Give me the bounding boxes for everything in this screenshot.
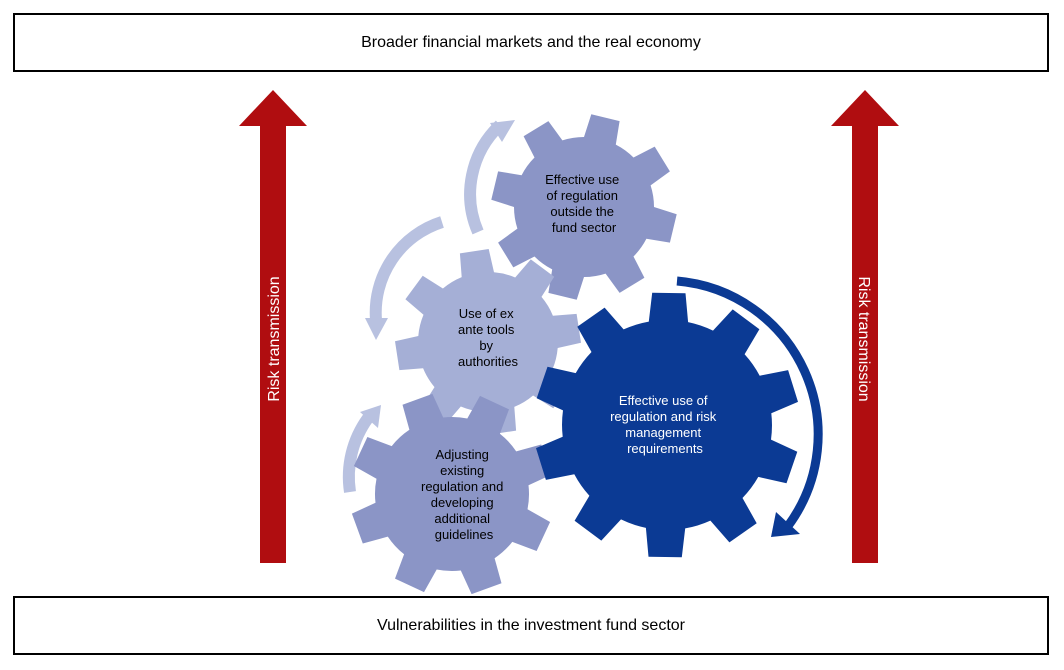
curved-arrow-bottom (342, 414, 373, 493)
curved-arrow-top-head (490, 120, 515, 142)
right-risk-arrow: Risk transmission (831, 90, 899, 563)
gear-exante-label: Use of ex ante tools by authorities (458, 306, 518, 369)
left-arrow-shape (239, 90, 307, 563)
right-arrow-shape (831, 90, 899, 563)
curved-arrow-main-head (771, 512, 800, 537)
left-arrow-label: Risk transmission (266, 276, 283, 401)
curved-arrow-top (464, 120, 505, 235)
gear-outside-fund-sector (491, 114, 677, 300)
curved-arrows (342, 120, 823, 537)
gear-adjusting-label: Adjusting existing regulation and develo… (421, 447, 507, 542)
gear-ex-ante-tools (395, 249, 581, 435)
top-box: Broader financial markets and the real e… (13, 13, 1049, 72)
gear-outside-label: Effective use of regulation outside the … (545, 172, 623, 235)
gear-main-label: Effective use of regulation and risk man… (610, 393, 720, 456)
curved-arrow-middle (369, 216, 444, 321)
bottom-box: Vulnerabilities in the investment fund s… (13, 596, 1049, 655)
curved-arrow-bottom-head (360, 405, 381, 428)
curved-arrow-middle-head (365, 318, 388, 340)
bottom-box-label: Vulnerabilities in the investment fund s… (376, 616, 685, 634)
curved-arrow-main (676, 276, 823, 529)
top-box-label: Broader financial markets and the real e… (361, 33, 701, 51)
left-risk-arrow: Risk transmission (239, 90, 307, 563)
gear-main-regulation (536, 292, 798, 558)
right-arrow-label: Risk transmission (855, 276, 872, 401)
gear-adjusting-regulation (351, 393, 553, 595)
